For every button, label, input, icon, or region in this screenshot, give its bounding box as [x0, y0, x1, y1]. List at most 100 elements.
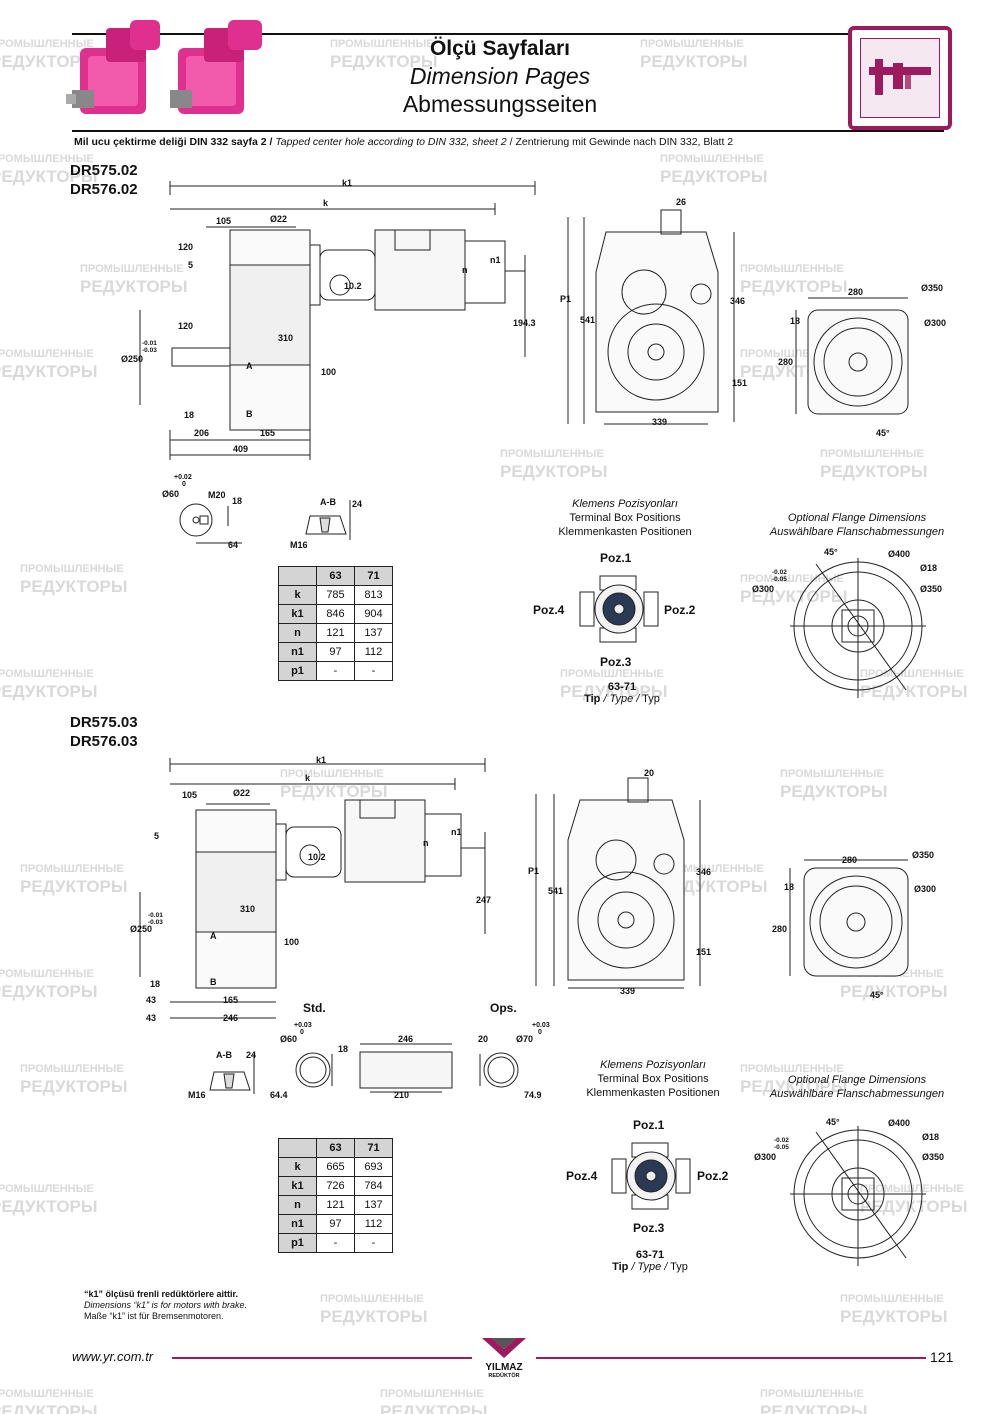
model-dr576-02: DR576.02 — [70, 181, 138, 198]
dim-24-2: 24 — [246, 1050, 256, 1060]
dim-246: 246 — [223, 1013, 238, 1023]
dim-64: 64 — [228, 540, 238, 550]
dim-18b-2: 18 — [784, 882, 794, 892]
dim-22-2: Ø22 — [233, 788, 250, 798]
label-a-2: A — [210, 931, 217, 941]
dim-k1-2: k1 — [316, 755, 326, 765]
dim-p1-2: P1 — [528, 866, 539, 876]
dim-165: 165 — [260, 428, 275, 438]
dim-18: 18 — [184, 410, 194, 420]
side-view-drawing-1: k1 k 105 Ø22 120 5 10.2 n n1 194.3 120 -… — [121, 178, 536, 460]
poz-3-label-2: Poz.3 — [633, 1221, 665, 1235]
dim-250-2: Ø250 — [130, 924, 152, 934]
dim-45: 45° — [876, 428, 890, 438]
yilmaz-logo-mark — [482, 1338, 526, 1358]
label-ops: Ops. — [490, 1001, 517, 1015]
dim-350: Ø350 — [921, 283, 943, 293]
dim-346: 346 — [730, 296, 745, 306]
optional-flange-drawing-1: 45° Ø400 Ø18 -0.02 -0.05 Ø300 Ø350 — [752, 547, 942, 698]
dim-10-2: 10.2 — [344, 281, 362, 291]
col-63: 63 — [316, 566, 355, 586]
footer-rule-left — [172, 1357, 472, 1359]
dim-409: 409 — [233, 444, 248, 454]
label-std: Std. — [303, 1001, 326, 1015]
dim-541-2: 541 — [548, 886, 563, 896]
dim-250: Ø250 — [121, 354, 143, 364]
dim-n1-2: n1 — [451, 827, 462, 837]
shaft-tol1: +0.02 — [174, 474, 192, 481]
dim-280a-2: 280 — [842, 855, 857, 865]
dim-247: 247 — [476, 895, 491, 905]
dim-105: 105 — [216, 216, 231, 226]
page-title-en: Dimension Pages — [409, 63, 591, 89]
tip-block-2: 63-71 Tip / Type / Typ — [612, 1249, 688, 1273]
dim-210: 210 — [394, 1090, 409, 1100]
dim-18-2: 18 — [150, 979, 160, 989]
flange-tol2-2: -0.05 — [774, 1144, 789, 1151]
flange-300-2: Ø300 — [754, 1152, 776, 1162]
dim-100: 100 — [321, 367, 336, 377]
poz-1-label-2: Poz.1 — [633, 1118, 665, 1132]
label-m16: M16 — [290, 540, 308, 550]
label-ab: A-B — [320, 497, 336, 507]
page-title-de: Abmessungsseiten — [402, 91, 598, 117]
caliper-logo — [848, 26, 952, 130]
flange-350: Ø350 — [920, 584, 942, 594]
label-b: B — [246, 409, 253, 419]
col-71-2: 71 — [354, 1138, 393, 1158]
flange-caption-1: Optional Flange Dimensions Auswählbare F… — [769, 512, 945, 538]
page-number: 121 — [930, 1349, 954, 1365]
dim-45-2: 45° — [870, 990, 884, 1000]
flange-tol2: -0.05 — [772, 576, 787, 583]
terminal-caption-2: Klemens Pozisyonları Terminal Box Positi… — [586, 1059, 720, 1099]
dim-20: 20 — [644, 768, 654, 778]
dim-194-3: 194.3 — [513, 318, 536, 328]
tip-block-1: 63-71 Tip / Type / Typ — [584, 681, 660, 705]
dim-206: 206 — [194, 428, 209, 438]
model-dr576-03: DR576.03 — [70, 733, 138, 750]
dim-p1: P1 — [560, 294, 571, 304]
dim-151: 151 — [732, 378, 747, 388]
dim-26: 26 — [676, 197, 686, 207]
dim-350-2: Ø350 — [912, 850, 934, 860]
dim-280b: 280 — [778, 357, 793, 367]
dim-246b: 246 — [398, 1034, 413, 1044]
dim-20b: 20 — [478, 1034, 488, 1044]
dim-5-2: 5 — [154, 831, 159, 841]
gearbox-image-right — [170, 20, 262, 114]
poz-3-label: Poz.3 — [600, 655, 632, 669]
std-tol1: +0.03 — [294, 1022, 312, 1029]
dim-10-2-2: 10.2 — [308, 852, 326, 862]
dim-60-2: Ø60 — [280, 1034, 297, 1044]
flange-18-2: Ø18 — [922, 1132, 939, 1142]
dim-k-2: k — [305, 773, 311, 783]
model-dr575-02: DR575.02 — [70, 162, 138, 179]
flange-45-2: 45° — [826, 1117, 840, 1127]
shaft-detail-1: +0.02 0 Ø60 M20 18 64 A-B 24 M16 — [162, 474, 362, 550]
label-m20: M20 — [208, 490, 226, 500]
dim-280b-2: 280 — [772, 924, 787, 934]
dim-64-4: 64.4 — [270, 1090, 288, 1100]
front-view-drawing-2: 20 P1 541 346 151 339 — [528, 768, 711, 996]
ops-tol1: +0.03 — [532, 1022, 550, 1029]
flange-view-drawing-1: 280 Ø350 18 Ø300 280 45° — [778, 283, 946, 438]
ops-tol2: 0 — [538, 1029, 542, 1036]
flange-400: Ø400 — [888, 549, 910, 559]
flange-caption-2: Optional Flange Dimensions Auswählbare F… — [769, 1074, 945, 1100]
dim-tol: -0.01 — [142, 340, 157, 347]
